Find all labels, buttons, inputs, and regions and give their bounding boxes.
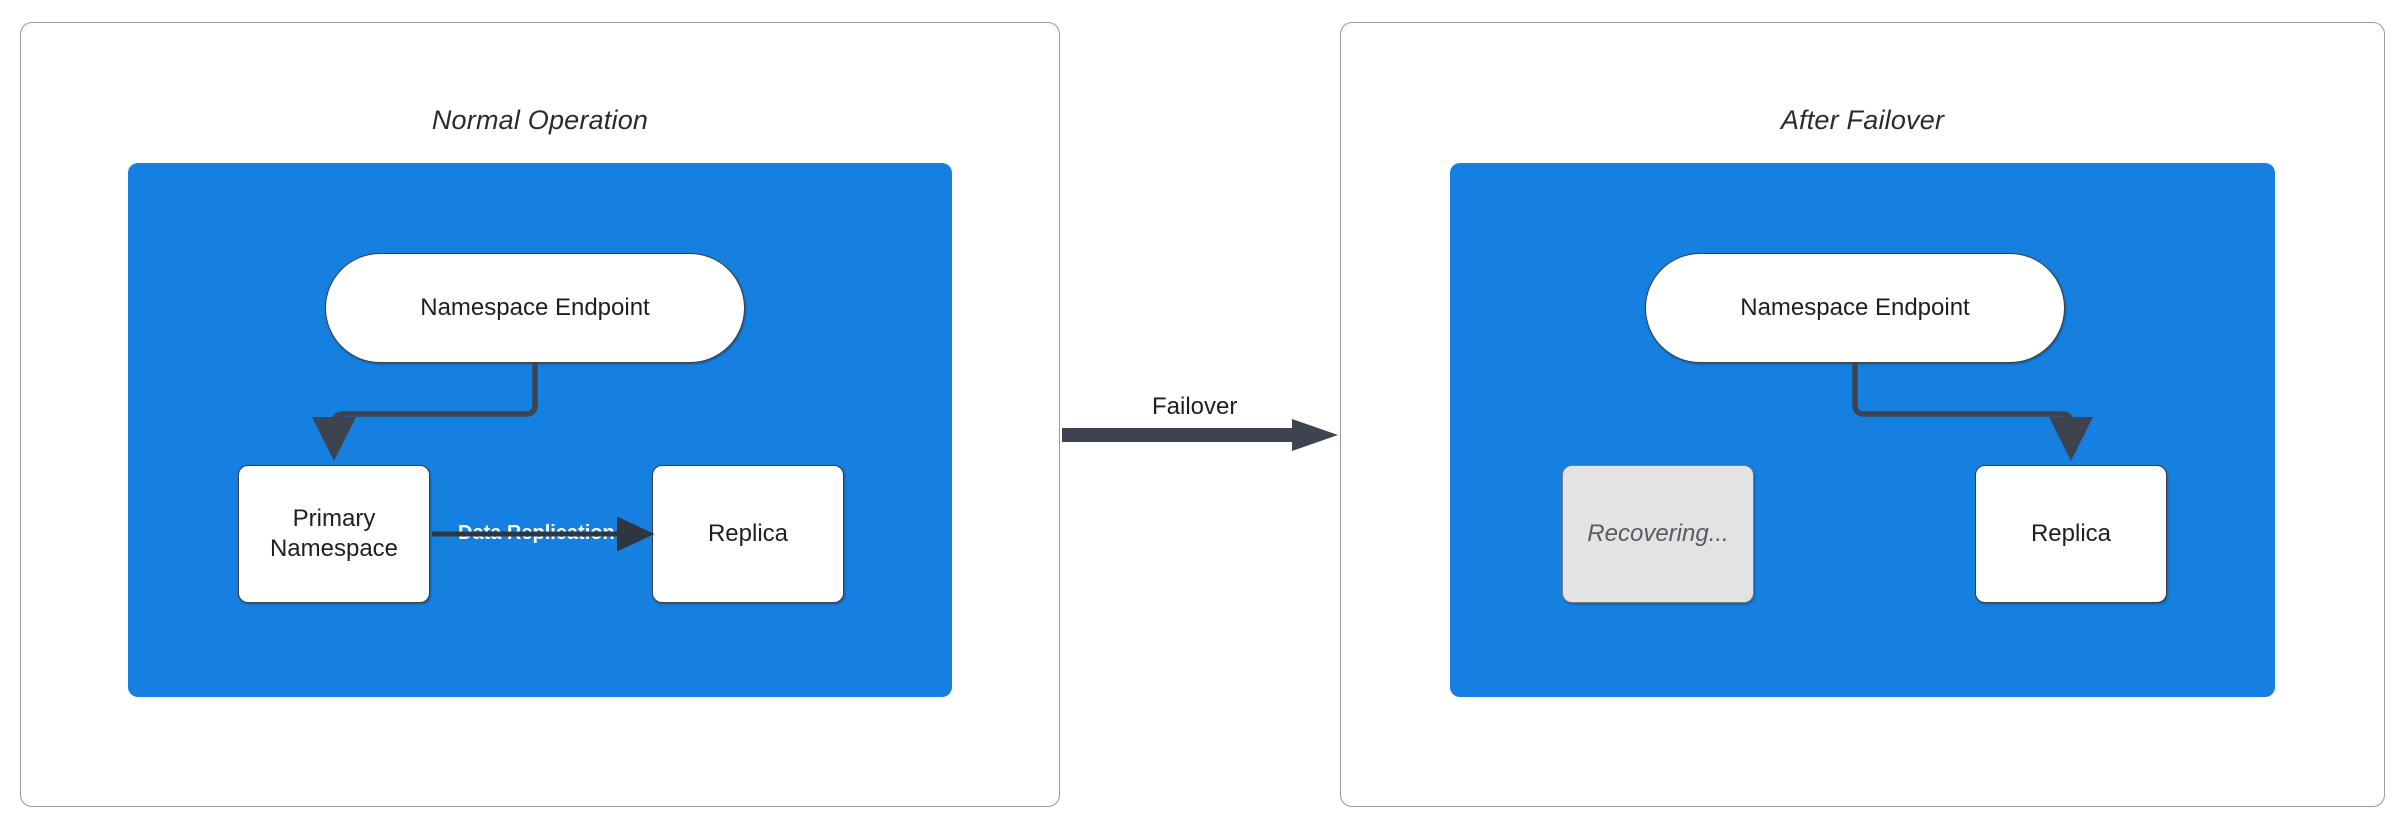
arrow-failover-transition [1062, 419, 1338, 451]
node-label: Recovering... [1587, 520, 1729, 547]
node-label-line1: Primary [292, 505, 376, 532]
node-label: Primary Namespace [270, 504, 398, 564]
node-primary-namespace[interactable]: Primary Namespace [238, 465, 430, 603]
edge-label-failover: Failover [1152, 393, 1238, 420]
node-label: Namespace Endpoint [420, 294, 650, 321]
cluster-normal-operation [128, 163, 952, 697]
node-label: Replica [2030, 520, 2112, 547]
panel-title-normal-operation: Normal Operation [431, 105, 649, 135]
node-namespace-endpoint-failover[interactable]: Namespace Endpoint [1645, 253, 2065, 363]
node-replica-normal[interactable]: Replica [652, 465, 844, 603]
panel-title-after-failover: After Failover [1780, 105, 1945, 135]
node-label: Replica [707, 520, 789, 547]
node-namespace-endpoint-normal[interactable]: Namespace Endpoint [325, 253, 745, 363]
node-label-line2: Namespace [269, 535, 399, 562]
node-replica-failover[interactable]: Replica [1975, 465, 2167, 603]
edge-label-data-replication: Data Replication [458, 522, 615, 544]
node-recovering[interactable]: Recovering... [1562, 465, 1754, 603]
node-label: Namespace Endpoint [1740, 294, 1970, 321]
cluster-after-failover [1450, 163, 2275, 697]
